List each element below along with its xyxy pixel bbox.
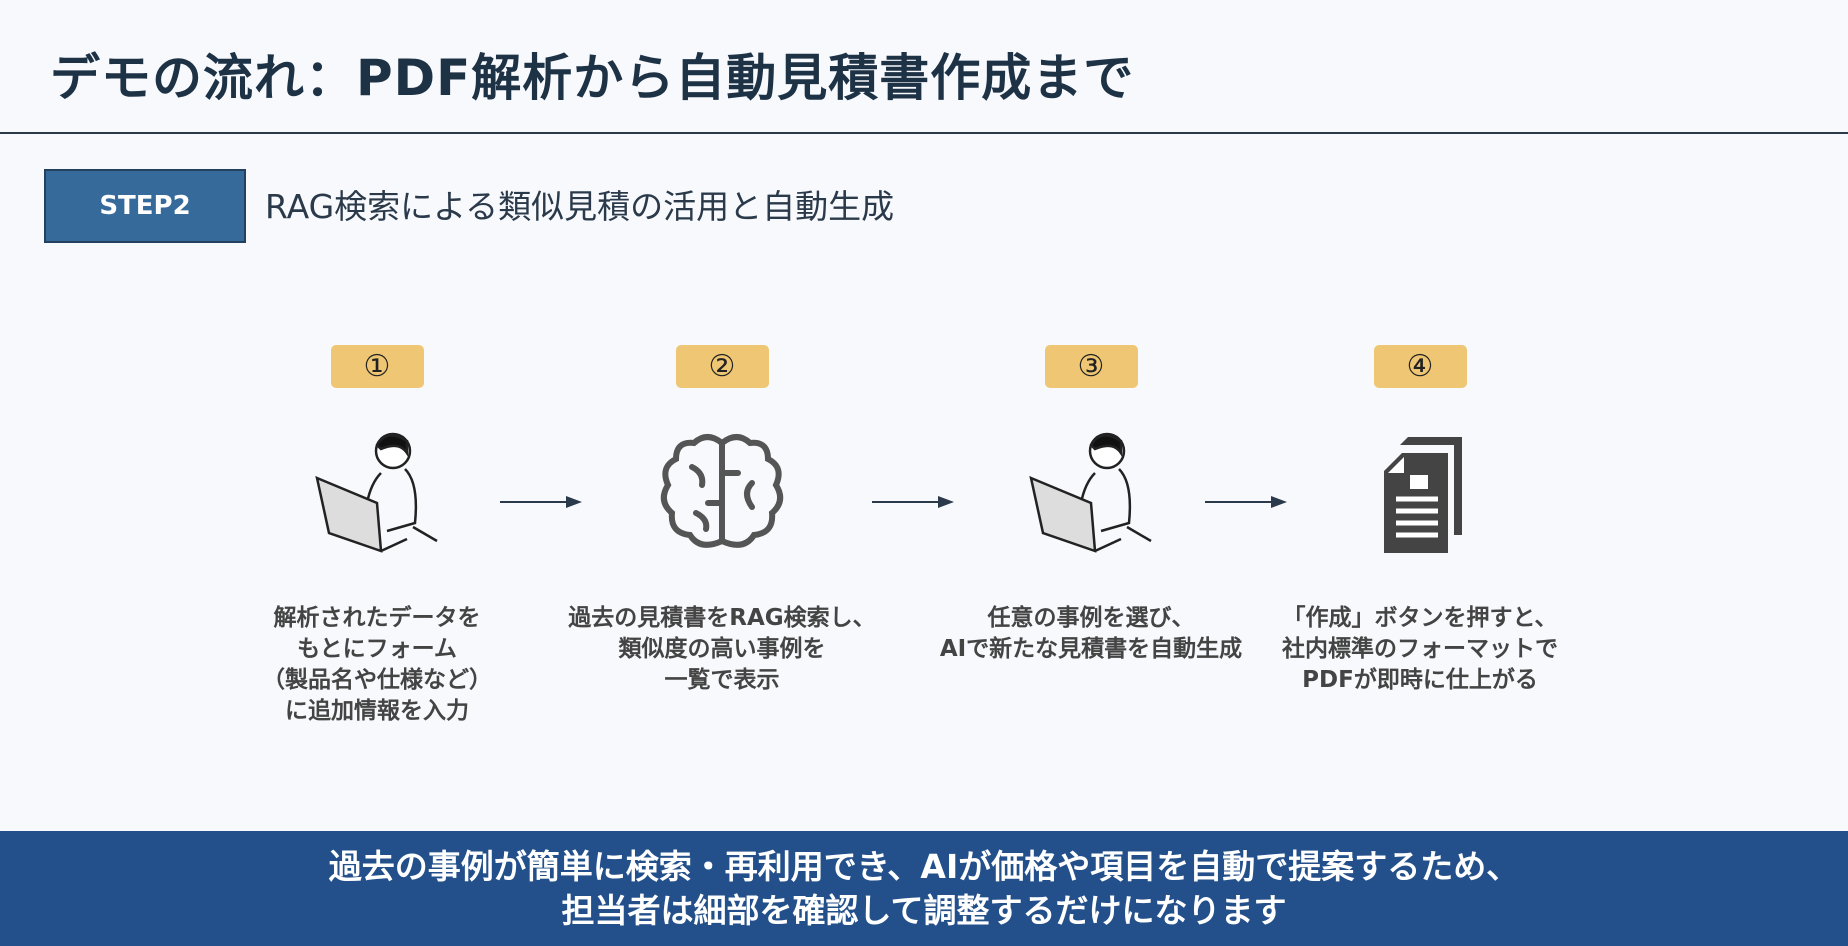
step-4: ④ 「作成」ボタンを押すと、 社内標準のフォーマットで PDFが即時に仕上がる	[1240, 345, 1600, 696]
page-title: デモの流れ：PDF解析から自動見積書作成まで	[50, 49, 1135, 107]
title-divider	[0, 132, 1848, 134]
summary-line-1: 過去の事例が簡単に検索・再利用でき、AIが価格や項目を自動で提案するため、	[328, 847, 1520, 886]
step-label: STEP2	[44, 169, 246, 243]
person-laptop-icon	[1029, 432, 1152, 553]
step-description: 過去の見積書をRAG検索し、 類似度の高い事例を 一覧で表示	[568, 605, 876, 693]
step-subtitle: RAG検索による類似見積の活用と自動生成	[265, 187, 895, 226]
step-1: ① 解析されたデータを もとにフォーム （製品名や仕様など） に追加情報を入力	[197, 345, 557, 727]
step-badge: ①	[330, 345, 424, 388]
summary-line-2: 担当者は細部を確認して調整するだけになります	[561, 891, 1287, 930]
step-description: 「作成」ボタンを押すと、 社内標準のフォーマットで PDFが即時に仕上がる	[1282, 605, 1558, 693]
summary-banner: 過去の事例が簡単に検索・再利用でき、AIが価格や項目を自動で提案するため、 担当…	[0, 831, 1848, 946]
step-description: 任意の事例を選び、 AIで新たな見積書を自動生成	[939, 605, 1243, 662]
person-laptop-icon	[315, 432, 438, 553]
step-2: ② 過去の見積書をRAG検索し、 類似度の高い事例を 一覧で表示	[542, 345, 902, 696]
arrow-right-icon	[1205, 496, 1287, 508]
brain-icon	[660, 434, 784, 548]
step-description: 解析されたデータを もとにフォーム （製品名や仕様など） に追加情報を入力	[262, 605, 492, 724]
step-badge: ②	[675, 345, 769, 388]
step-3: ③ 任意の事例を選び、 AIで新たな見積書を自動生成	[911, 345, 1271, 665]
arrow-right-icon	[500, 496, 582, 508]
step-badge: ④	[1373, 345, 1467, 388]
document-icon	[1384, 437, 1462, 553]
step-badge: ③	[1044, 345, 1138, 388]
arrow-right-icon	[872, 496, 954, 508]
